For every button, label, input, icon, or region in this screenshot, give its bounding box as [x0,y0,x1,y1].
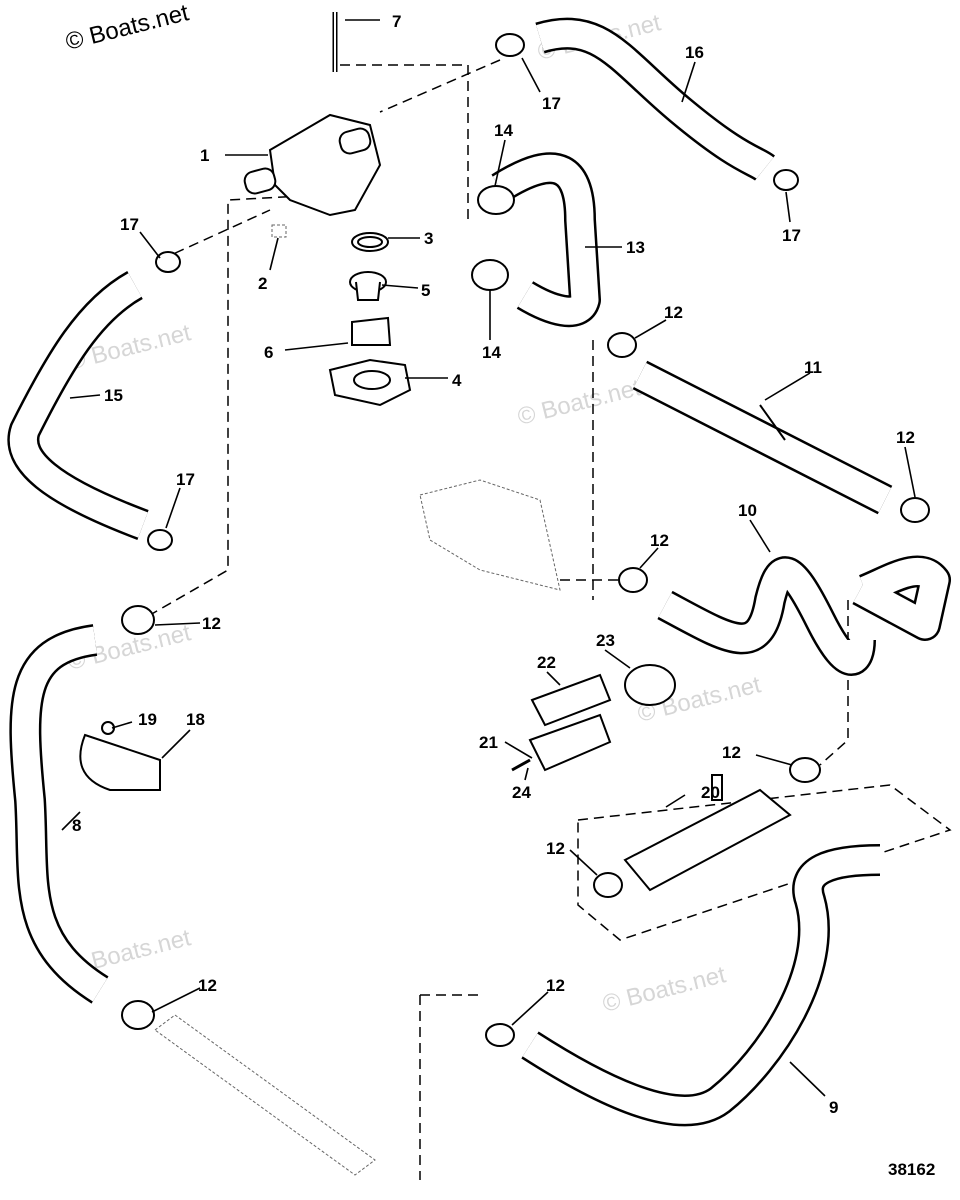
callout-12: 12 [650,531,669,550]
watermark-main: © Boats.net [63,0,192,56]
pipe-ghost [154,1014,376,1176]
thermostat [349,271,387,301]
pad-22 [530,673,612,727]
hoses [7,17,951,1176]
callout-14: 14 [494,121,513,140]
callout-12: 12 [202,614,221,633]
callout-13: 13 [626,238,645,257]
hose-8 [9,624,109,1004]
callout-11: 11 [804,358,822,377]
callout-12: 12 [198,976,217,995]
callout-1: 1 [200,146,209,165]
callout-22: 22 [537,653,556,672]
gasket-4 [328,358,412,407]
watermark: © Boats.net [600,961,729,1018]
callout-leaders [61,19,916,1097]
gasket-3 [351,232,389,252]
hose-16 [535,17,775,182]
callout-12: 12 [664,303,683,322]
callout-17: 17 [120,215,139,234]
parts [79,12,792,892]
callout-12: 12 [546,839,565,858]
exchanger-ghost [419,479,561,591]
bracket-18 [79,721,161,791]
screw-24 [511,758,531,772]
callout-10: 10 [738,501,757,520]
callout-14: 14 [482,343,501,362]
callout-9: 9 [829,1098,838,1117]
callouts: 7 1 17 2 3 5 6 4 15 17 17 16 17 14 13 14… [72,12,935,1179]
hose-10 [657,555,951,676]
callout-2: 2 [258,274,267,293]
muffler-20 [623,774,792,892]
thermostat-housing [243,113,382,217]
pad-21 [528,713,612,772]
assembly-lines [149,59,952,1180]
callout-15: 15 [104,386,123,405]
callout-8: 8 [72,816,81,835]
diagram-id: 38162 [888,1160,935,1179]
callout-7: 7 [392,12,401,31]
callout-20: 20 [701,783,720,802]
clamp-23 [624,664,676,706]
hose-15 [7,271,149,540]
callout-18: 18 [186,710,205,729]
hose-9 [521,844,881,1127]
callout-24: 24 [512,783,531,802]
hose-11 [632,360,893,515]
callout-21: 21 [479,733,498,752]
callout-12: 12 [546,976,565,995]
plug [271,224,287,238]
callout-23: 23 [596,631,615,650]
callout-4: 4 [452,371,462,390]
callout-3: 3 [424,229,433,248]
callout-6: 6 [264,343,273,362]
callout-17: 17 [176,470,195,489]
callout-12: 12 [722,743,741,762]
callout-12: 12 [896,428,915,447]
callout-17: 17 [542,94,561,113]
hose-13 [491,152,601,328]
callout-16: 16 [685,43,704,62]
sleeve [351,316,392,346]
watermark: © Boats.net [515,374,644,431]
callout-17: 17 [782,226,801,245]
callout-19: 19 [138,710,157,729]
callout-5: 5 [421,281,430,300]
